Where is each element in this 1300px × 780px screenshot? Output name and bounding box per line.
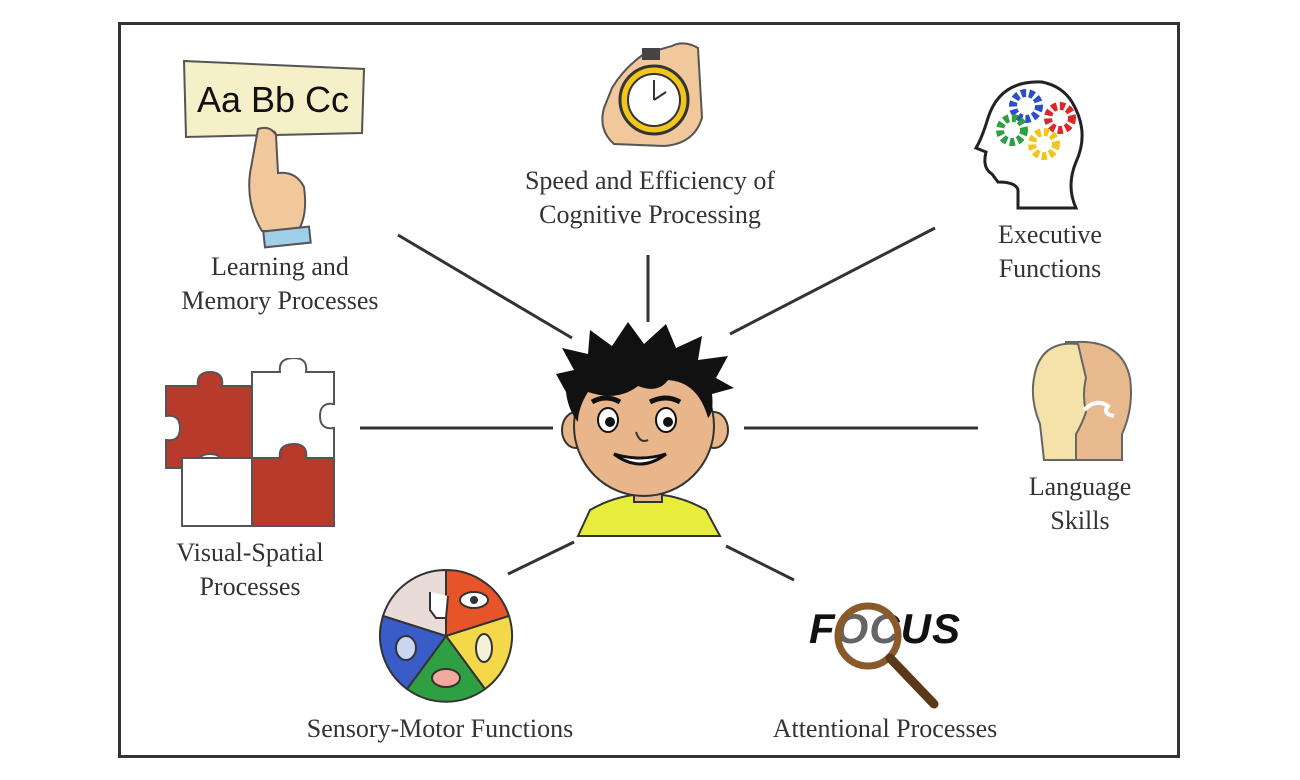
gears-icon bbox=[996, 89, 1076, 160]
magnifying-glass-icon bbox=[834, 602, 939, 709]
connector-executive bbox=[729, 226, 936, 336]
ear-icon bbox=[475, 633, 493, 663]
sleeve bbox=[262, 225, 312, 249]
label-attentional-processes: Attentional Processes bbox=[740, 712, 1030, 746]
hand-icon bbox=[429, 592, 449, 619]
label-line: Functions bbox=[998, 254, 1102, 283]
child-illustration bbox=[556, 322, 734, 537]
stopwatch-illustration bbox=[601, 42, 704, 148]
label-line: Learning and bbox=[211, 252, 349, 281]
label-line: Processes bbox=[199, 572, 301, 601]
hand bbox=[248, 126, 307, 232]
label-sensory-motor: Sensory-Motor Functions bbox=[270, 712, 610, 746]
label-line: Visual-Spatial bbox=[176, 538, 324, 567]
label-visual-spatial: Visual-Spatial Processes bbox=[150, 536, 350, 604]
connector-sensory bbox=[507, 540, 575, 576]
label-line: Language bbox=[1028, 472, 1132, 501]
puzzle-pieces-illustration bbox=[165, 358, 335, 527]
label-line: Sensory-Motor Functions bbox=[306, 714, 574, 743]
left-brow bbox=[590, 395, 622, 405]
nose-icon bbox=[395, 635, 417, 661]
label-line: Speed and Efficiency of bbox=[524, 166, 776, 195]
senses-wheel-illustration bbox=[378, 568, 514, 703]
puzzle-piece-white-top bbox=[251, 358, 335, 459]
label-line: Attentional Processes bbox=[772, 714, 998, 743]
alphabet-card bbox=[182, 59, 366, 139]
hair bbox=[556, 322, 734, 422]
head-with-gears-illustration bbox=[973, 80, 1084, 210]
nose bbox=[635, 431, 649, 442]
connector-learning bbox=[397, 233, 573, 340]
talking-heads-illustration bbox=[1031, 340, 1132, 461]
label-line: Skills bbox=[1050, 506, 1110, 535]
right-brow bbox=[648, 395, 682, 405]
alphabet-card-text: Aa Bb Cc bbox=[196, 79, 350, 120]
mouth-icon bbox=[431, 668, 461, 688]
puzzle-piece-red-bottom bbox=[251, 442, 335, 527]
mouth bbox=[613, 452, 667, 466]
label-line: Memory Processes bbox=[181, 286, 379, 315]
label-learning-memory: Learning and Memory Processes bbox=[150, 250, 410, 318]
senses-section-touch bbox=[381, 568, 447, 638]
alphabet-card-hand-illustration bbox=[182, 59, 366, 249]
head-profile-front bbox=[1031, 342, 1088, 461]
label-line: Executive bbox=[998, 220, 1102, 249]
sound-waves bbox=[1082, 400, 1115, 418]
label-executive-functions: Executive Functions bbox=[960, 218, 1140, 286]
label-language-skills: Language Skills bbox=[1000, 470, 1160, 538]
connector-attention bbox=[725, 544, 795, 582]
label-speed-efficiency: Speed and Efficiency of Cognitive Proces… bbox=[490, 164, 810, 232]
label-line: Cognitive Processing bbox=[539, 200, 761, 229]
